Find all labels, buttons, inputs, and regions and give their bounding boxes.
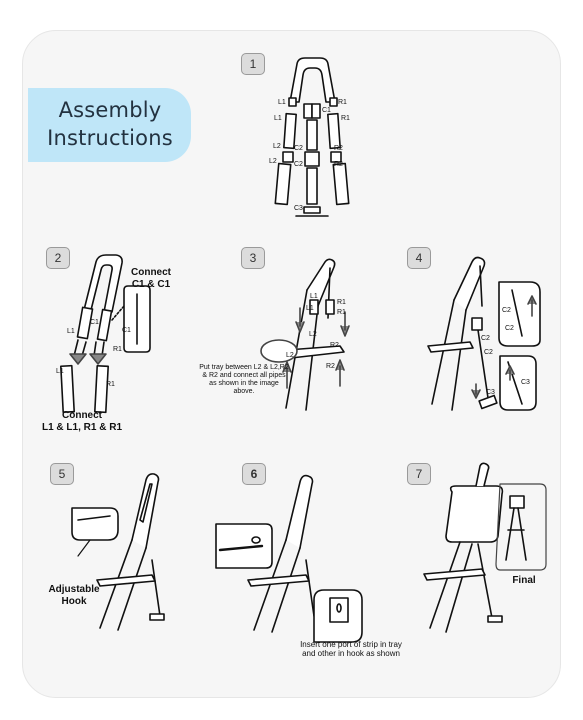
s3-label-r2-b: R2: [326, 363, 335, 370]
s3-label-l1-b: L1: [306, 305, 314, 312]
step5-caption-line1: Adjustable: [48, 584, 100, 595]
step1-parts-diagram: [274, 57, 350, 217]
step-badge-5: 5: [50, 463, 74, 485]
s1-label-r2: R2: [334, 161, 343, 168]
step2-connect-top-line1: Connect: [131, 267, 171, 278]
title-line-1: Assembly: [58, 98, 162, 122]
step6-diagram: [215, 474, 363, 643]
step-badge-6: 6: [242, 463, 266, 485]
s2-label-r1-bottom: R1: [106, 381, 115, 388]
s3-label-r2-a: R2: [330, 342, 339, 349]
s4-label-c3-main: C3: [486, 389, 495, 396]
s1-label-c2-top: C2: [294, 145, 303, 152]
title-line-2: Instructions: [47, 126, 173, 150]
step7-diagram: [423, 462, 547, 633]
s3-label-l2-a: L2: [309, 331, 317, 338]
s1-label-r2-top: R2: [334, 145, 343, 152]
step2-connect-top-line2: C1 & C1: [131, 279, 171, 290]
s2-label-r1: R1: [113, 346, 122, 353]
s1-label-l2-top: L2: [273, 143, 281, 150]
s4-label-c2-main-b: C2: [484, 349, 493, 356]
s4-label-c3-inset: C3: [521, 379, 530, 386]
step4-diagram: [427, 256, 541, 411]
step-badge-3: 3: [241, 247, 265, 269]
step-badge-1: 1: [241, 53, 265, 75]
s2-label-c1-b: C1: [122, 327, 131, 334]
step2-connect-bottom: Connect L1 & L1, R1 & R1: [36, 410, 128, 434]
step5-diagram: [71, 473, 165, 631]
s1-label-l1: L1: [274, 115, 282, 122]
step2-connect-top: Connect C1 & C1: [121, 267, 181, 291]
step3-diagram: [260, 258, 350, 411]
s1-label-l1-top: L1: [278, 99, 286, 106]
s1-label-c2: C2: [294, 161, 303, 168]
step-badge-7: 7: [407, 463, 431, 485]
s1-label-c1: C1: [322, 107, 331, 114]
step5-caption: Adjustable Hook: [36, 584, 112, 608]
title-tab: [28, 88, 191, 162]
step-badge-2: 2: [46, 247, 70, 269]
step7-caption: Final: [512, 575, 536, 586]
step3-note: Put tray between L2 & L2,R2 & R2 and con…: [199, 364, 289, 395]
step5-caption-line2: Hook: [61, 596, 87, 607]
s2-label-c1-a: C1: [90, 319, 99, 326]
s1-label-l2: L2: [269, 158, 277, 165]
step6-caption: Insert one port of strip in tray and oth…: [300, 640, 402, 658]
page-title: Assembly Instructions: [40, 96, 180, 152]
s2-label-l1-bottom: L1: [56, 368, 64, 375]
step2-connect-bottom-line2: L1 & L1, R1 & R1: [41, 422, 123, 433]
s3-label-l1-a: L1: [310, 293, 318, 300]
s3-label-r1-a: R1: [337, 299, 346, 306]
step2-connect-bottom-line1: Connect: [62, 410, 102, 421]
s4-label-c2-inset-a: C2: [502, 307, 511, 314]
s4-label-c2-inset-b: C2: [505, 325, 514, 332]
s2-label-l1: L1: [67, 328, 75, 335]
s4-label-c2-main-a: C2: [481, 335, 490, 342]
s1-label-c3: C3: [294, 205, 303, 212]
s3-label-r1-b: R1: [337, 309, 346, 316]
step-badge-4: 4: [407, 247, 431, 269]
s1-label-r1: R1: [341, 115, 350, 122]
step2-diagram: [60, 254, 151, 414]
s3-label-l2-b: L2: [286, 352, 294, 359]
s1-label-r1-top: R1: [338, 99, 347, 106]
